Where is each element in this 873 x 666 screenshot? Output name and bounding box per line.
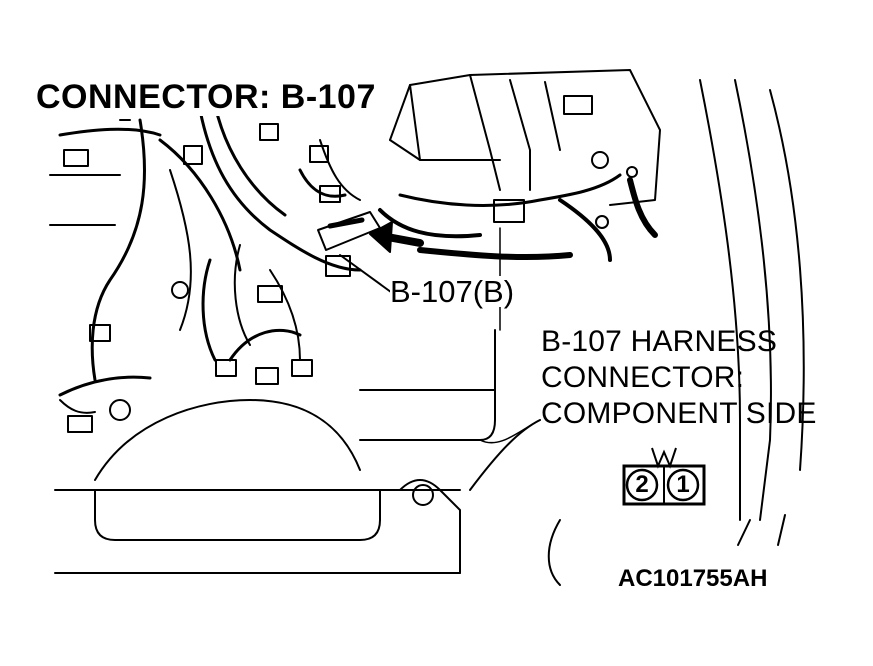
harness-line-1: B-107 HARNESS [541,325,778,358]
figure-code: AC101755AH [618,565,768,592]
harness-line-2: CONNECTOR: [541,361,745,394]
harness-line-3: COMPONENT SIDE [541,397,817,430]
pinout-connector-symbol [622,447,706,506]
connector-callout-label: B-107(B) [390,274,515,309]
pin-2-label: 2 [635,471,649,498]
connector-title: CONNECTOR: B-107 [36,80,380,116]
pin-1-label: 1 [676,471,690,498]
harness-description: B-107 HARNESS CONNECTOR: COMPONENT SIDE [541,324,817,432]
